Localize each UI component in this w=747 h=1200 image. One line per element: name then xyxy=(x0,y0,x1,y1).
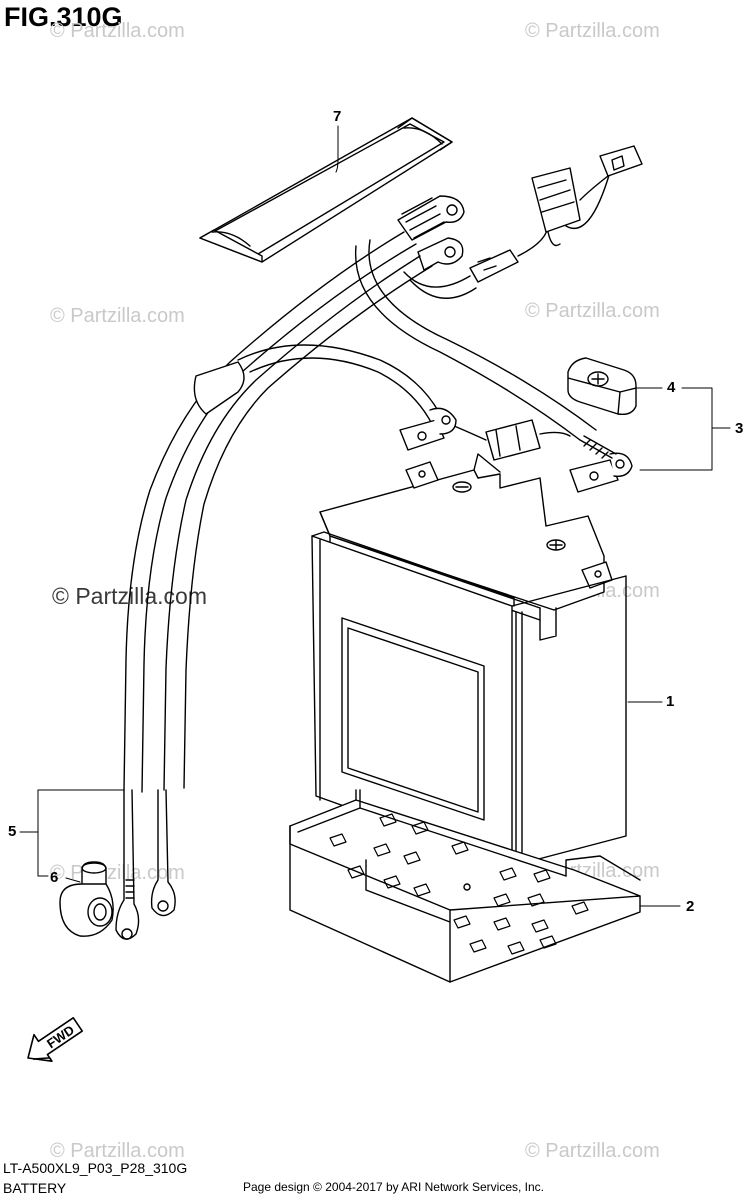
section-name: BATTERY xyxy=(3,1180,67,1196)
battery-strap[interactable] xyxy=(199,117,453,263)
callout-5: 5 xyxy=(8,823,17,840)
callout-leaders xyxy=(19,125,731,907)
watermark: © Partzilla.com xyxy=(50,20,185,42)
figure-title: FIG.310G xyxy=(4,2,123,32)
battery-cable[interactable] xyxy=(115,789,176,940)
diagram-code: LT-A500XL9_P03_P28_310G xyxy=(3,1160,188,1176)
terminal-cover[interactable] xyxy=(567,357,637,416)
forward-arrow-icon: FWD xyxy=(27,1017,84,1062)
watermark: © Partzilla.com xyxy=(50,305,185,327)
watermark: © Partzilla.com xyxy=(525,20,660,42)
callout-1: 1 xyxy=(666,693,675,710)
wiring-harness[interactable] xyxy=(123,145,643,793)
callout-6: 6 xyxy=(50,869,59,886)
callout-2: 2 xyxy=(686,898,695,915)
battery[interactable] xyxy=(311,453,627,867)
copyright-credit: Page design © 2004-2017 by ARI Network S… xyxy=(243,1180,545,1194)
callout-4: 4 xyxy=(667,379,676,396)
watermark: © Partzilla.com xyxy=(50,1140,185,1162)
callout-7: 7 xyxy=(333,108,342,125)
terminal-boot[interactable] xyxy=(59,861,114,937)
watermark: © Partzilla.com xyxy=(525,300,660,322)
callout-3: 3 xyxy=(735,420,744,437)
battery-tray[interactable] xyxy=(289,789,641,983)
watermark: © Partzilla.com xyxy=(525,1140,660,1162)
